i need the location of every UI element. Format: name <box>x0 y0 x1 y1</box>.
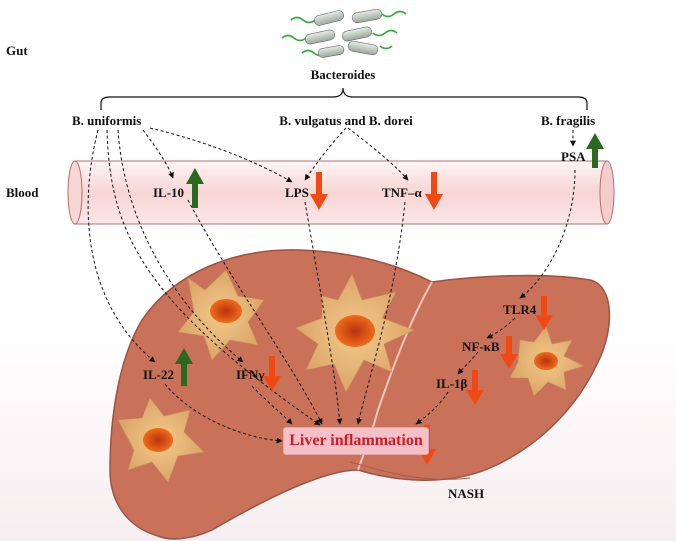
arrow-tnf-liver <box>356 201 406 425</box>
il1b-label: IL-1β <box>436 376 468 391</box>
arrow-ifn-liver <box>251 385 293 425</box>
ifn-label: IFNγ <box>236 367 265 382</box>
arrow-il10-liver <box>187 199 323 425</box>
b-vulgatus-dorei-label: B. vulgatus and B. dorei <box>279 113 413 128</box>
nash-label: NASH <box>448 486 485 501</box>
nfkb-down-arrow-icon <box>500 336 518 369</box>
bacteroides-label: Bacteroides <box>310 67 376 82</box>
gut-label: Gut <box>6 43 28 58</box>
bacterium-4 <box>341 26 398 42</box>
bacterium-3 <box>281 29 336 45</box>
arrow-nfkb-il1b <box>457 351 479 375</box>
nfkb-label: NF-κB <box>462 339 500 354</box>
arrow-il1b-liver <box>415 391 449 425</box>
il22-up-arrow-icon <box>175 348 193 386</box>
arrow-tlr4-nfkb <box>486 317 516 339</box>
hepatocyte-cell-2 <box>295 273 415 393</box>
il10-up-arrow-icon <box>186 168 204 208</box>
il1b-down-arrow-icon <box>466 370 484 405</box>
bacteroides-brace <box>100 87 588 110</box>
blood-label: Blood <box>6 185 39 200</box>
b-fragilis-label: B. fragilis <box>541 113 596 128</box>
arrow-lps-liver <box>304 201 343 425</box>
arrow-uniformis-lps <box>149 127 293 183</box>
psa-label: PSA <box>561 149 586 164</box>
arrow-il22-liver <box>164 383 283 444</box>
arrow-vulgatus-lps <box>304 127 347 181</box>
gut-bacteria-icon <box>281 8 407 58</box>
b-uniformis-label: B. uniformis <box>72 113 142 128</box>
bacterium-2 <box>351 8 407 24</box>
arrow-uniformis-ifn <box>117 129 244 363</box>
lps-down-arrow-icon <box>310 172 328 210</box>
lps-label: LPS <box>285 185 309 200</box>
arrow-vulgatus-tnf <box>347 127 409 181</box>
hepatocyte-cell-3 <box>117 397 205 483</box>
tlr4-down-arrow-icon <box>535 296 553 330</box>
psa-up-arrow-icon <box>586 133 604 168</box>
il22-label: IL-22 <box>143 367 175 382</box>
arrow-uniformis-il10 <box>142 129 174 179</box>
hepatocyte-cell-4 <box>509 325 585 397</box>
liver-inflammation-label: Liver inflammation <box>289 432 423 449</box>
arrow-uniformis-il22 <box>87 129 156 363</box>
tnf-down-arrow-icon <box>425 172 443 210</box>
hepatocyte-cell-1 <box>177 269 265 361</box>
ifn-down-arrow-icon <box>263 356 281 391</box>
liver-inflammation-box: Liver inflammation <box>283 427 429 455</box>
tlr4-label: TLR4 <box>503 302 537 317</box>
tnf-label: TNF–α <box>382 185 422 200</box>
blood-vessel <box>67 160 615 225</box>
bacterium-1 <box>290 10 345 26</box>
bacterium-5 <box>301 40 393 58</box>
il10-label: IL-10 <box>153 185 185 200</box>
arrow-uniformis-liver <box>106 129 321 426</box>
